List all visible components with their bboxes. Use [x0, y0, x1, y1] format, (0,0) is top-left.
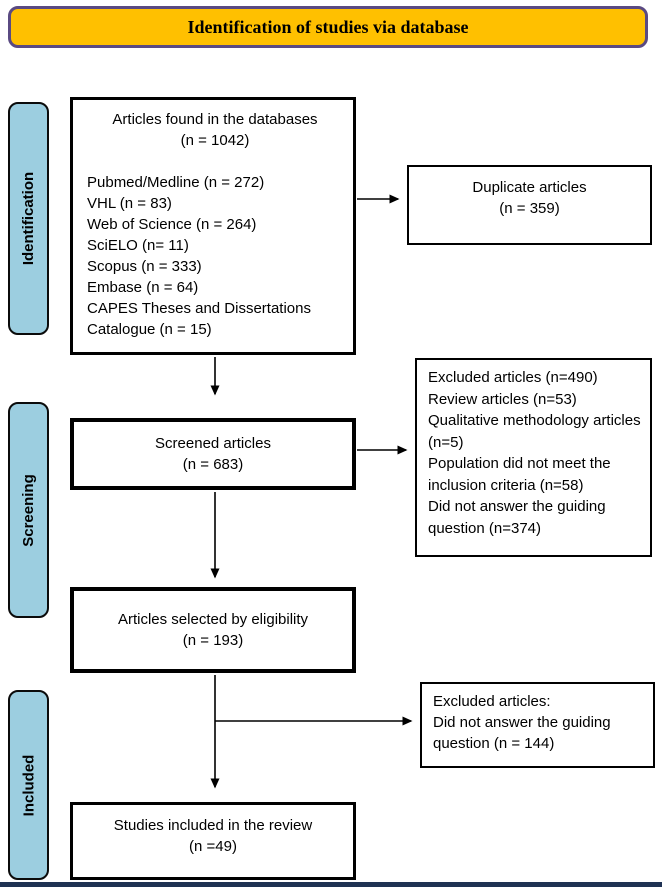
exclusion-reason: Review articles (n=53) [428, 390, 577, 408]
figure-bottom-edge [0, 882, 662, 887]
stage-bar-identification: Identification [8, 102, 49, 335]
box-title: Screened articles [155, 435, 271, 452]
box-count: (n = 193) [182, 632, 244, 649]
source-item: Embase (n = 64) [87, 279, 199, 296]
exclusion-reason: Qualitative methodology articles (n=5) [428, 412, 641, 451]
source-item: Web of Science (n = 264) [87, 216, 257, 233]
box-count: (n = 359) [499, 200, 560, 217]
page-title: Identification of studies via database [187, 16, 469, 37]
box-title: Articles found in the databases [112, 111, 318, 128]
box-title: Duplicate articles [472, 179, 587, 196]
box-studies-included: Studies included in the review (n =49) [70, 802, 356, 880]
source-item: VHL (n = 83) [87, 195, 172, 212]
exclusion-reason: Population did not meet the inclusion cr… [428, 455, 611, 494]
box-title: Articles selected by eligibility [117, 611, 309, 628]
box-title: Studies included in the review [113, 817, 313, 834]
box-articles-found: Articles found in the databases (n = 104… [70, 97, 356, 355]
source-item: Catalogue (n = 15) [87, 321, 212, 338]
box-count: (n = 683) [182, 456, 244, 473]
box-count: (n = 1042) [180, 132, 250, 149]
source-item: Pubmed/Medline (n = 272) [87, 174, 265, 191]
stage-label-included: Included [20, 754, 38, 816]
exclusion-reason: Excluded articles (n=490) [428, 369, 598, 386]
source-item: CAPES Theses and Dissertations [87, 300, 311, 317]
box-excluded-eligibility: Excluded articles: Did not answer the gu… [420, 682, 655, 768]
database-source-list: Pubmed/Medline (n = 272) VHL (n = 83) We… [87, 172, 343, 340]
exclusion-reason: Did not answer the guiding question (n=3… [428, 498, 606, 537]
stage-bar-screening: Screening [8, 402, 49, 618]
source-item: SciELO (n= 11) [87, 237, 189, 254]
box-selected-eligibility: Articles selected by eligibility (n = 19… [70, 587, 356, 673]
box-screened-articles: Screened articles (n = 683) [70, 418, 356, 490]
box-excluded-screening: Excluded articles (n=490) Review article… [415, 358, 652, 557]
exclusion-reason: Excluded articles: [433, 693, 551, 710]
stage-label-screening: Screening [20, 473, 37, 547]
stage-bar-included: Included [8, 690, 49, 880]
box-duplicate-articles: Duplicate articles (n = 359) [407, 165, 652, 245]
source-item: Scopus (n = 333) [87, 258, 202, 275]
stage-label-identification: Identification [20, 171, 37, 266]
banner: Identification of studies via database [8, 6, 648, 48]
exclusion-reason: Did not answer the guiding question (n =… [433, 714, 611, 752]
box-count: (n =49) [189, 838, 237, 855]
